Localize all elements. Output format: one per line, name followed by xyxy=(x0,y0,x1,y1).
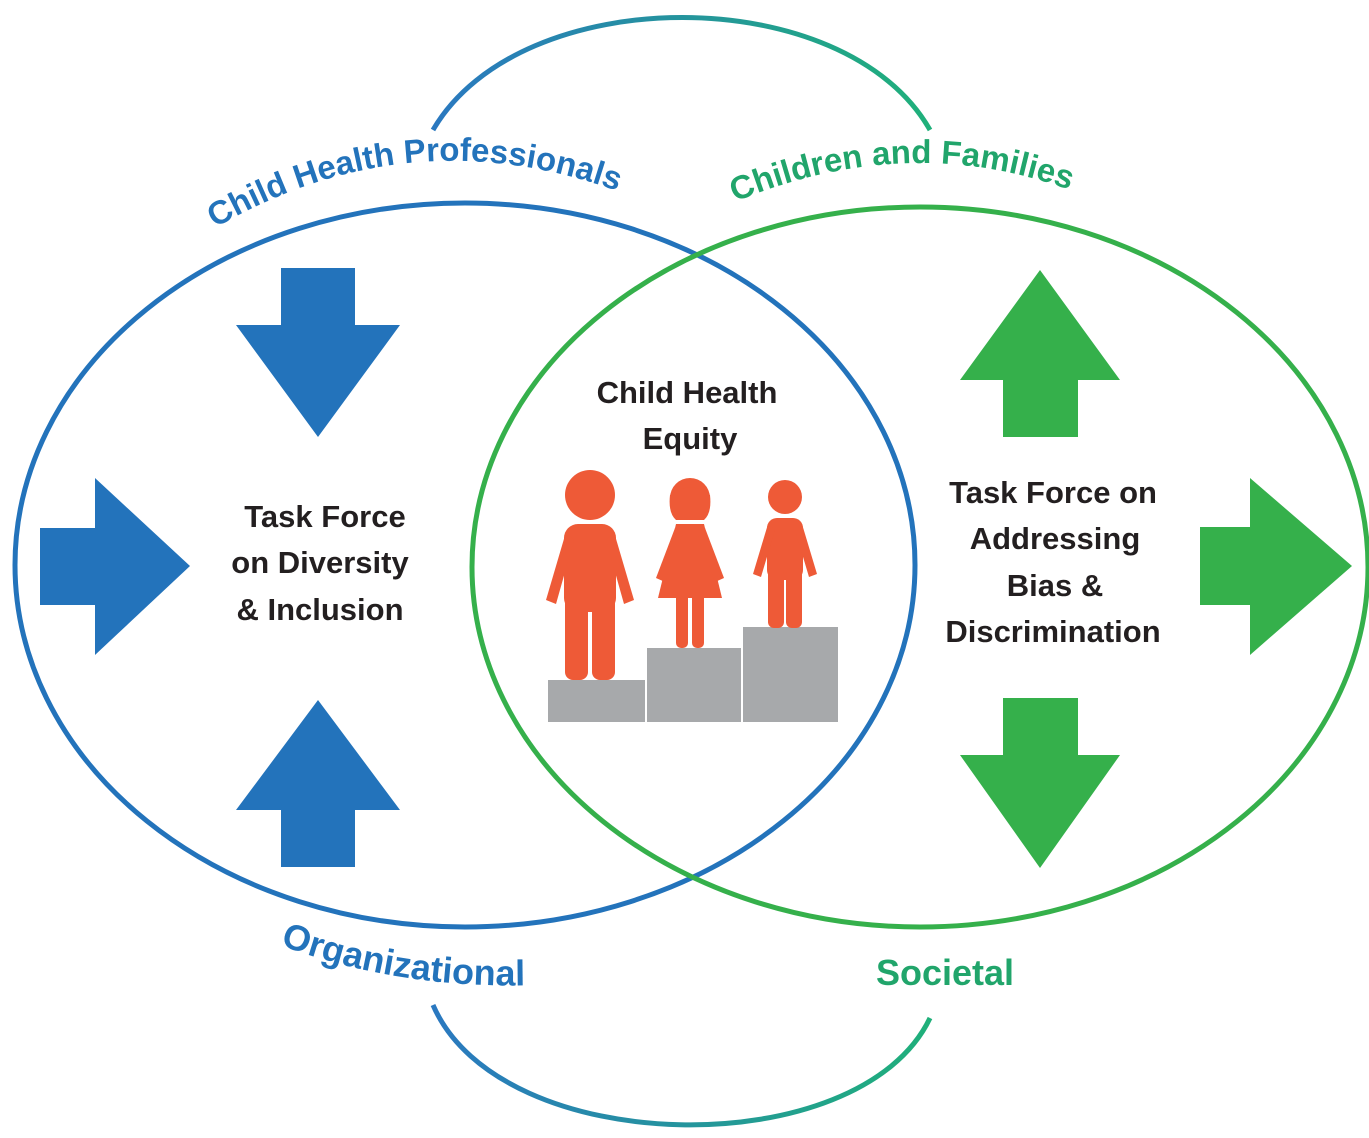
left-taskforce-line1: Task Force xyxy=(244,499,405,534)
top-connector-arc xyxy=(430,15,933,132)
blue-circle xyxy=(12,200,918,930)
left-taskforce-line3: & Inclusion xyxy=(236,592,403,627)
arrow-up-icon xyxy=(960,270,1120,437)
bottom-connector-arc xyxy=(430,1004,933,1128)
right-taskforce-line3: Bias & xyxy=(1007,568,1103,603)
arrow-up-icon xyxy=(236,700,400,867)
arrow-right-icon xyxy=(40,478,190,655)
right-taskforce-line2: Addressing xyxy=(970,521,1141,556)
arrow-down-icon xyxy=(960,698,1120,868)
green-circle xyxy=(469,204,1369,930)
label-societal: Societal xyxy=(876,952,1014,993)
right-taskforce-line1: Task Force on xyxy=(949,475,1157,510)
right-taskforce-line4: Discrimination xyxy=(945,614,1160,649)
child-girl-icon xyxy=(656,478,724,648)
arrow-right-icon xyxy=(1200,478,1352,655)
label-child-health-professionals: Child Health Professionals xyxy=(201,131,628,234)
children-on-steps-icon xyxy=(546,470,838,722)
left-taskforce-line2: on Diversity xyxy=(231,545,409,580)
center-title-line2: Equity xyxy=(643,421,738,456)
arrow-down-icon xyxy=(236,268,400,437)
child-tall-icon xyxy=(546,470,634,680)
center-title-line1: Child Health xyxy=(597,375,778,410)
label-children-and-families: Children and Families xyxy=(724,133,1079,208)
child-small-icon xyxy=(753,480,817,628)
